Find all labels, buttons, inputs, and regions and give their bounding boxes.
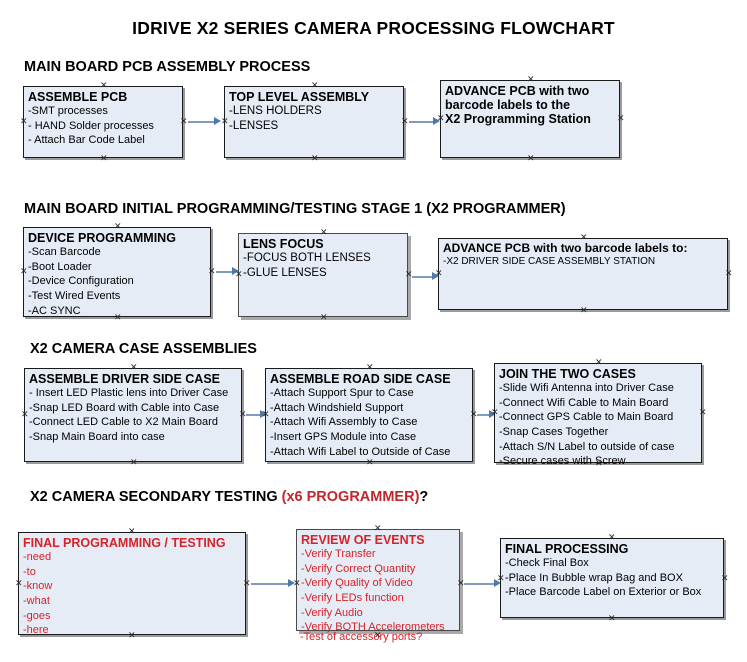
box-line: -Snap LED Board with Cable into Case	[29, 401, 220, 414]
box-line: -Verify LEDs function	[301, 591, 404, 604]
box-title: DEVICE PROGRAMMING	[28, 231, 176, 245]
box-line: -Secure cases with Screw	[499, 455, 626, 468]
connector-arrow	[246, 414, 262, 416]
connector-arrow	[412, 276, 434, 278]
box-title: FINAL PROCESSING	[505, 542, 629, 556]
connector-arrow	[464, 583, 496, 585]
box-line: -LENS HOLDERS	[229, 105, 322, 117]
section-heading-4-tail: ?	[419, 489, 429, 505]
process-box-join-the-two-cases[interactable]: JOIN THE TWO CASES -Slide Wifi Antenna i…	[494, 363, 702, 467]
box-title: ASSEMBLE DRIVER SIDE CASE	[29, 372, 221, 386]
box-line: - Insert LED Plastic lens into Driver Ca…	[29, 387, 229, 399]
box-line: -FOCUS BOTH LENSES	[243, 252, 371, 264]
section-heading-4-accent: (x6 PROGRAMMER)	[281, 489, 420, 505]
box-line: -Verify Audio	[301, 606, 363, 619]
box-line: -AC SYNC	[28, 304, 81, 317]
process-box-final-programming-testing[interactable]: FINAL PROGRAMMING / TESTING -need -to -k…	[18, 532, 246, 637]
box-line: -Attach S/N Label to outside of case	[499, 440, 675, 453]
section-heading-4-main: X2 CAMERA SECONDARY TESTING	[30, 489, 282, 505]
box-line: -Attach Windshield Support	[270, 401, 404, 414]
connector-arrow	[216, 271, 234, 273]
arrowhead-icon	[260, 410, 267, 418]
box-line: -Place In Bubble wrap Bag and BOX	[505, 571, 683, 584]
arrowhead-icon	[432, 272, 439, 280]
box-line: -Connect Wifi Cable to Main Board	[499, 396, 669, 409]
box-overflow-line: -Test of accessory ports?	[300, 631, 423, 643]
box-line: -Attach Wifi Label to Outside of Case	[270, 445, 451, 458]
box-title: LENS FOCUS	[243, 237, 324, 251]
box-line: -Boot Loader	[28, 260, 92, 273]
box-title: ADVANCE PCB with two	[445, 84, 590, 98]
box-line: - HAND Solder processes	[28, 119, 154, 132]
box-line: -here	[23, 624, 49, 637]
box-line: -GLUE LENSES	[243, 267, 327, 280]
box-line: barcode labels to the	[445, 98, 571, 112]
connector-arrow	[251, 583, 290, 585]
process-box-assemble-road-side-case[interactable]: ASSEMBLE ROAD SIDE CASE -Attach Support …	[265, 368, 473, 462]
box-line: -Snap Main Board into case	[29, 430, 165, 443]
box-line: -Insert GPS Module into Case	[270, 430, 417, 443]
box-line: -goes	[23, 609, 51, 622]
box-line: -Connect LED Cable to X2 Main Board	[29, 416, 218, 429]
process-box-final-processing[interactable]: FINAL PROCESSING -Check Final Box -Place…	[500, 538, 724, 618]
box-line: -know	[23, 580, 53, 593]
connector-arrow	[409, 121, 435, 123]
box-line: -what	[23, 594, 50, 607]
section-heading-3: X2 CAMERA CASE ASSEMBLIES	[30, 341, 257, 357]
process-box-assemble-driver-side-case[interactable]: ASSEMBLE DRIVER SIDE CASE - Insert LED P…	[24, 368, 242, 462]
process-box-advance-pcb-1[interactable]: ADVANCE PCB with two barcode labels to t…	[440, 80, 620, 158]
arrowhead-icon	[489, 410, 496, 418]
process-box-review-of-events[interactable]: REVIEW OF EVENTS -Verify Transfer -Verif…	[296, 529, 460, 633]
box-line: -Place Barcode Label on Exterior or Box	[505, 586, 702, 599]
section-heading-2: MAIN BOARD INITIAL PROGRAMMING/TESTING S…	[24, 201, 566, 217]
box-title: TOP LEVEL ASSEMBLY	[229, 90, 370, 104]
box-line: -Device Configuration	[28, 275, 134, 288]
box-line: - Attach Bar Code Label	[28, 134, 145, 147]
box-line: -to	[23, 565, 36, 578]
box-line: -Attach Wifi Assembly to Case	[270, 416, 418, 429]
box-line: -need	[23, 551, 52, 563]
box-line: -X2 DRIVER SIDE CASE ASSEMBLY STATION	[443, 256, 656, 268]
box-title: JOIN THE TWO CASES	[499, 367, 636, 381]
process-box-advance-pcb-2[interactable]: ADVANCE PCB with two barcode labels to: …	[438, 238, 728, 310]
box-title: ASSEMBLE ROAD SIDE CASE	[270, 372, 451, 386]
box-line: -LENSES	[229, 120, 279, 133]
process-box-lens-focus[interactable]: LENS FOCUS -FOCUS BOTH LENSES -GLUE LENS…	[238, 233, 408, 317]
box-title: REVIEW OF EVENTS	[301, 533, 425, 547]
arrowhead-icon	[288, 579, 295, 587]
box-title: FINAL PROGRAMMING / TESTING	[23, 536, 226, 550]
box-line: -Scan Barcode	[28, 246, 101, 258]
process-box-assemble-pcb[interactable]: ASSEMBLE PCB -SMT processes - HAND Solde…	[23, 86, 183, 158]
box-title: ASSEMBLE PCB	[28, 90, 128, 104]
box-line: -Slide Wifi Antenna into Driver Case	[499, 382, 674, 394]
box-line: -Test Wired Events	[28, 289, 121, 302]
connector-arrow	[477, 414, 491, 416]
box-title: ADVANCE PCB with two barcode labels to:	[443, 241, 688, 255]
box-line: -Check Final Box	[505, 557, 589, 569]
connector-arrow	[188, 121, 216, 123]
box-line: X2 Programming Station	[445, 112, 591, 126]
process-box-device-programming[interactable]: DEVICE PROGRAMMING -Scan Barcode -Boot L…	[23, 227, 211, 317]
arrowhead-icon	[433, 117, 440, 125]
box-line: -SMT processes	[28, 105, 108, 117]
box-line: -Attach Support Spur to Case	[270, 387, 414, 399]
box-line: -Verify Transfer	[301, 548, 376, 560]
arrowhead-icon	[232, 267, 239, 275]
section-heading-1: MAIN BOARD PCB ASSEMBLY PROCESS	[24, 59, 311, 75]
arrowhead-icon	[214, 117, 221, 125]
page-title: IDRIVE X2 SERIES CAMERA PROCESSING FLOWC…	[132, 18, 615, 38]
box-line: -Snap Cases Together	[499, 425, 609, 438]
section-heading-4: X2 CAMERA SECONDARY TESTING (x6 PROGRAMM…	[30, 489, 428, 505]
box-line: -Verify Correct Quantity	[301, 562, 416, 575]
arrowhead-icon	[494, 579, 501, 587]
box-line: -Verify Quality of Video	[301, 577, 413, 590]
box-line: -Connect GPS Cable to Main Board	[499, 411, 674, 424]
process-box-top-level-assembly[interactable]: TOP LEVEL ASSEMBLY -LENS HOLDERS -LENSES	[224, 86, 404, 158]
box-line: -Verify BOTH Accelerometers	[301, 621, 445, 634]
